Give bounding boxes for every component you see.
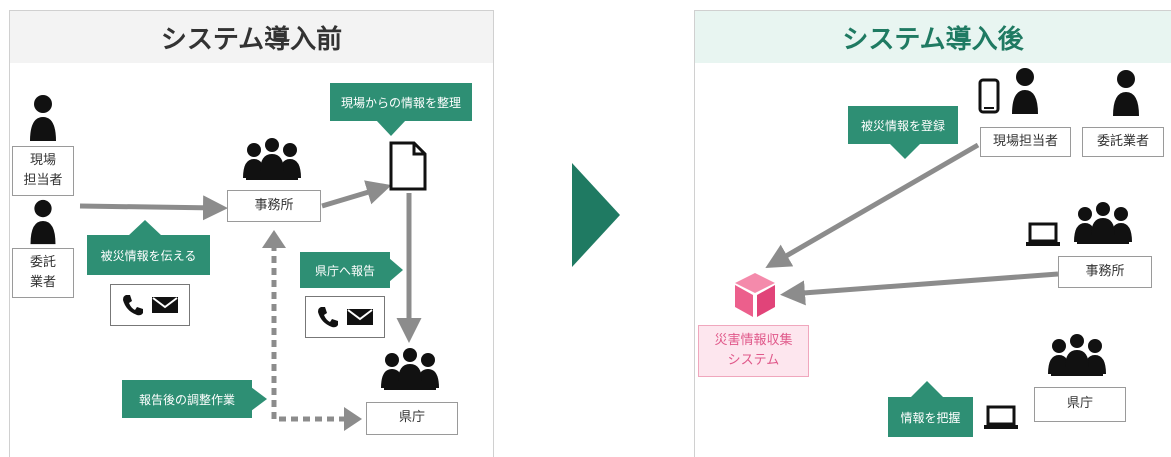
after-panel: システム導入後 [694, 10, 1171, 457]
smartphone-icon [978, 78, 1000, 114]
before-title: システム導入前 [10, 11, 493, 63]
phone-icon [123, 295, 143, 316]
callout-pointer [910, 381, 944, 398]
group-icon [1048, 334, 1106, 376]
after-office: 事務所 [1058, 256, 1152, 288]
mail-icon [347, 309, 373, 325]
callout-pointer [376, 120, 406, 136]
group-icon [1074, 202, 1132, 244]
callout-grasp: 情報を把握 [888, 397, 973, 437]
contact-methods [305, 296, 385, 338]
document-icon [389, 141, 427, 191]
group-icon [381, 348, 439, 390]
after-system: 災害情報収集 システム [698, 325, 809, 377]
person-icon [1012, 68, 1038, 114]
callout-pointer [889, 143, 921, 159]
callout-organize-info: 現場からの情報を整理 [330, 83, 472, 121]
group-icon [243, 138, 301, 180]
after-title: システム導入後 [695, 11, 1171, 63]
laptop-icon [984, 405, 1018, 429]
callout-pointer [389, 258, 403, 282]
callout-pointer [251, 387, 267, 411]
mail-icon [152, 297, 178, 313]
before-site-staff: 現場 担当者 [12, 146, 74, 196]
after-contractor: 委託業者 [1082, 127, 1164, 157]
before-contractor: 委託 業者 [12, 248, 74, 298]
person-icon [30, 95, 56, 141]
person-icon [30, 199, 56, 245]
after-prefecture: 県庁 [1034, 387, 1126, 422]
phone-icon [318, 307, 338, 328]
before-panel: システム導入前 [9, 10, 494, 457]
person-icon [1113, 70, 1139, 116]
before-office: 事務所 [227, 190, 321, 222]
callout-register: 被災情報を登録 [848, 106, 958, 144]
cube-icon [735, 273, 775, 317]
contact-methods [110, 284, 190, 326]
chevron-right-icon [572, 163, 620, 267]
before-prefecture: 県庁 [366, 402, 458, 435]
callout-report-damage: 被災情報を伝える [87, 235, 210, 275]
callout-report-pref: 県庁へ報告 [300, 252, 390, 288]
laptop-icon [1026, 222, 1060, 246]
after-site-staff: 現場担当者 [980, 127, 1071, 157]
callout-pointer [128, 220, 162, 236]
callout-adjust-after: 報告後の調整作業 [122, 380, 252, 418]
